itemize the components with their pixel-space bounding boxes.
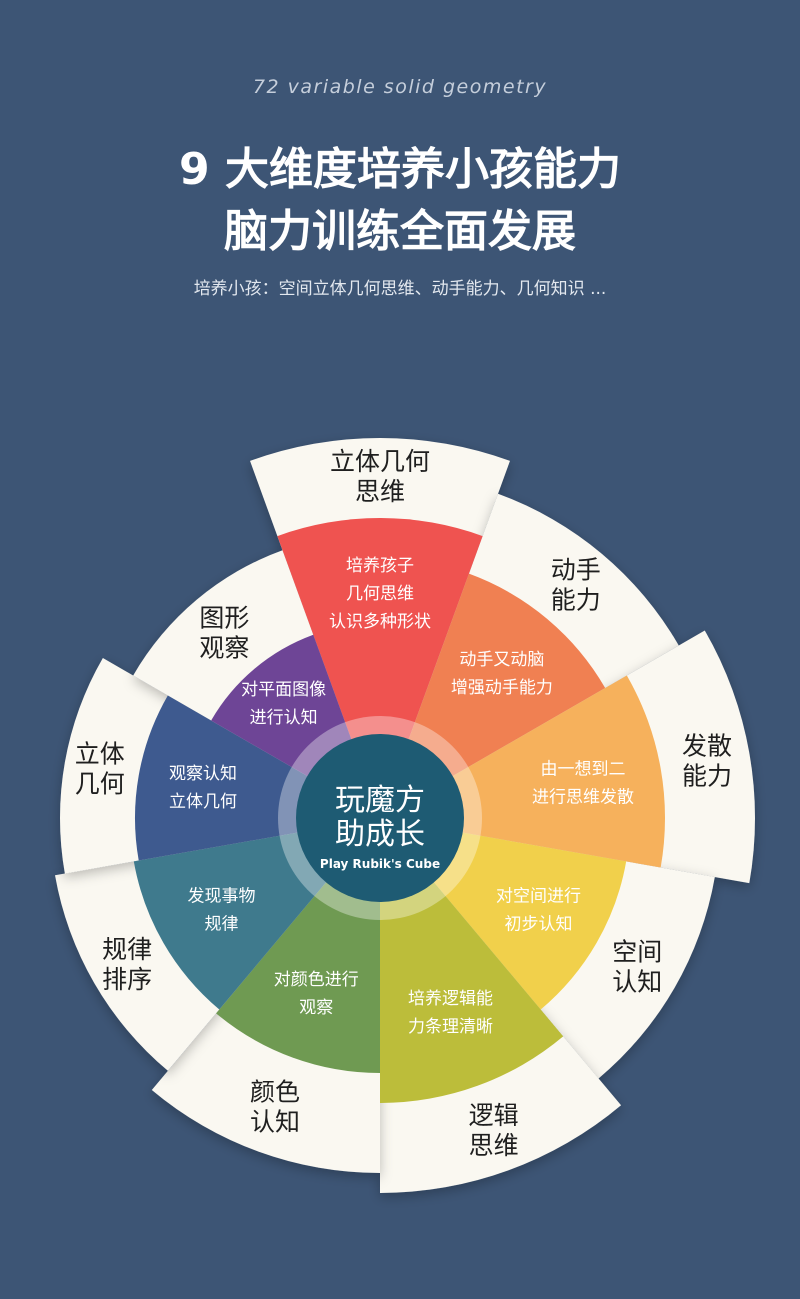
segment-label: 思维 bbox=[469, 1131, 519, 1160]
segment-description: 对空间进行 bbox=[496, 887, 581, 907]
description: 培养小孩：空间立体几何思维、动手能力、几何知识 ... bbox=[193, 279, 607, 299]
english-subtitle: 72 variable solid geometry bbox=[252, 76, 548, 98]
main-title-line1: 9 大维度培养小孩能力 bbox=[179, 144, 621, 195]
segment-label: 能力 bbox=[682, 761, 732, 790]
segment-label: 发散 bbox=[682, 731, 732, 760]
segment-label: 空间 bbox=[612, 938, 662, 967]
segment-description: 发现事物 bbox=[188, 887, 256, 907]
segment-label: 颜色 bbox=[250, 1078, 300, 1107]
segment-label: 认知 bbox=[250, 1108, 300, 1137]
segment-description: 规律 bbox=[205, 915, 239, 935]
segment-description: 初步认知 bbox=[505, 915, 573, 935]
hub-title-line2: 助成长 bbox=[335, 817, 425, 852]
hub-subtitle: Play Rubik's Cube bbox=[320, 857, 440, 871]
segment-description: 对平面图像 bbox=[241, 680, 326, 700]
segment-description: 观察 bbox=[299, 998, 333, 1018]
segment-description: 进行思维发散 bbox=[532, 787, 634, 807]
segment-description: 认识多种形状 bbox=[329, 612, 431, 632]
segment-description: 由一想到二 bbox=[541, 759, 626, 779]
segment-description: 培养逻辑能 bbox=[408, 989, 493, 1009]
color-segment bbox=[380, 818, 564, 1103]
segment-label: 规律 bbox=[102, 935, 152, 964]
segment-description: 几何思维 bbox=[346, 584, 414, 604]
segment-description: 进行认知 bbox=[250, 708, 318, 728]
segment-label: 立体几何 bbox=[330, 447, 430, 476]
segment-label: 能力 bbox=[551, 586, 601, 615]
segment-description: 力条理清晰 bbox=[408, 1017, 493, 1037]
main-title-line2: 脑力训练全面发展 bbox=[224, 206, 576, 257]
segment-description: 立体几何 bbox=[169, 792, 237, 812]
segment-label: 排序 bbox=[102, 965, 152, 994]
segment-label: 思维 bbox=[355, 477, 405, 506]
segment-label: 逻辑 bbox=[469, 1101, 519, 1130]
segment-label: 动手 bbox=[551, 556, 601, 585]
segment-label: 观察 bbox=[199, 634, 249, 663]
segment-description: 动手又动脑 bbox=[459, 650, 544, 670]
color-segment bbox=[277, 517, 483, 818]
segment-description: 培养孩子 bbox=[346, 556, 414, 576]
segment-label: 认知 bbox=[612, 968, 662, 997]
hub-title-line1: 玩魔方 bbox=[335, 783, 425, 818]
segment-label: 图形 bbox=[199, 604, 249, 633]
hub-circle bbox=[296, 734, 464, 902]
segment-description: 对颜色进行 bbox=[274, 970, 359, 990]
segment-description: 增强动手能力 bbox=[451, 678, 553, 698]
segment-description: 观察认知 bbox=[169, 764, 237, 784]
segment-label: 立体 bbox=[75, 740, 125, 769]
segment-label: 几何 bbox=[75, 770, 125, 799]
